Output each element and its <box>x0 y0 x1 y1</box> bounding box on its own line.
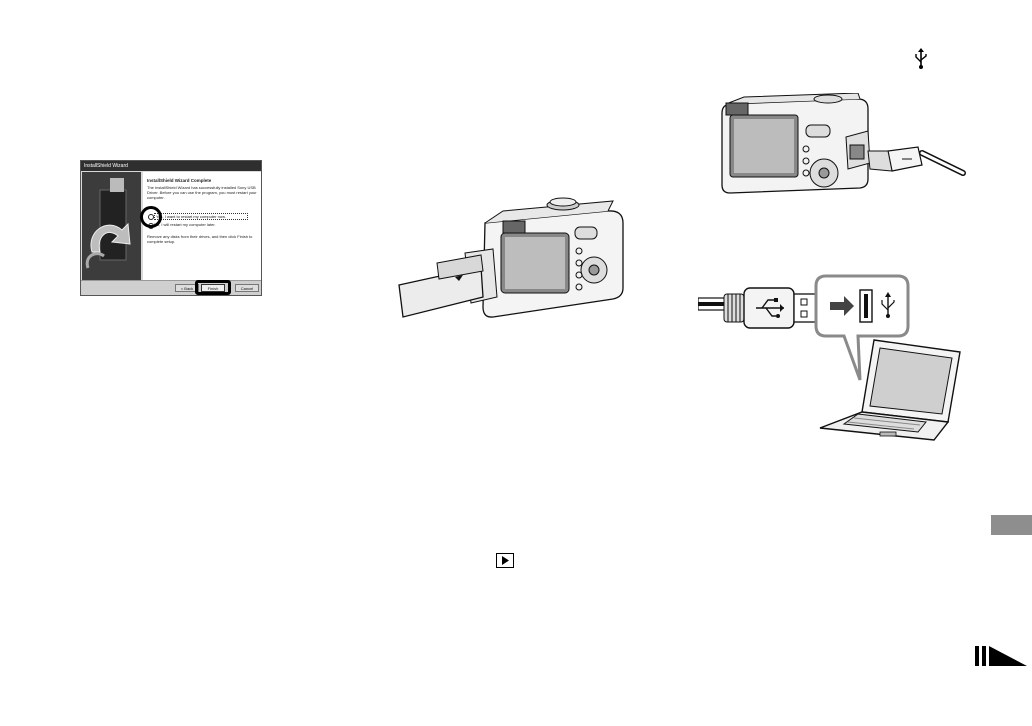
dialog-content: InstallShield Wizard Complete The Instal… <box>143 172 261 283</box>
highlight-circle <box>140 206 162 228</box>
continue-arrow-icon <box>975 646 1027 666</box>
playback-icon <box>496 553 514 568</box>
finish-button[interactable]: Finish <box>201 284 225 292</box>
option-restart-later-label: No, I will restart my computer later. <box>154 222 216 227</box>
laptop-usb-connection-illustration <box>698 274 961 441</box>
cancel-button[interactable]: Cancel <box>235 284 259 292</box>
dialog-note: Remove any disks from their drives, and … <box>147 234 253 244</box>
usb-icon <box>913 48 929 70</box>
camera-memory-card-illustration <box>398 197 624 318</box>
dialog-footer: < Back Finish Cancel <box>81 280 261 295</box>
section-side-tab <box>991 515 1032 535</box>
installshield-dialog: InstallShield Wizard InstallShield Wizar… <box>80 160 262 296</box>
dialog-side-graphic <box>82 172 141 283</box>
camera-usb-connection-illustration <box>721 93 966 194</box>
wizard-graphic-icon <box>82 172 141 283</box>
dialog-titlebar: InstallShield Wizard <box>81 161 261 171</box>
back-button[interactable]: < Back <box>175 284 199 292</box>
highlight-finish-box <box>195 280 231 295</box>
dialog-heading: InstallShield Wizard Complete <box>147 178 212 183</box>
option-restart-now-label: Yes, I want to restart my computer now. <box>154 213 248 220</box>
dialog-body: The InstallShield Wizard has successfull… <box>147 185 257 200</box>
